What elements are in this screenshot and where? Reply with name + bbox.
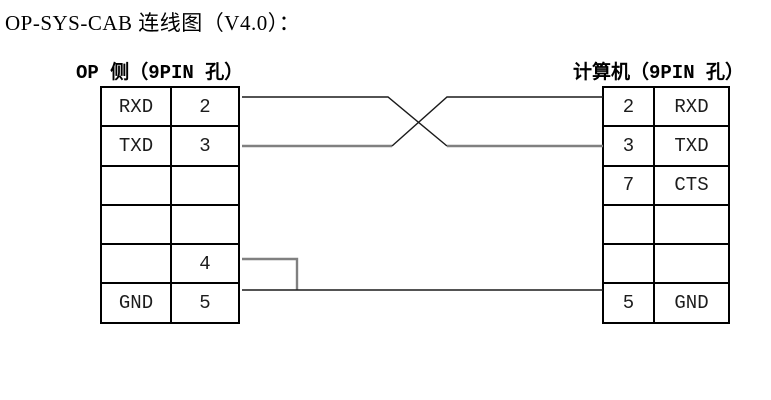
op-signal-cell (100, 243, 172, 285)
table-row: 4 (100, 243, 240, 285)
pc-pin-cell (602, 203, 655, 246)
wire-pin4-jumper (242, 257, 299, 290)
op-signal-cell: TXD (100, 125, 172, 167)
op-pin-cell: 4 (170, 243, 240, 285)
pc-signal-cell (653, 243, 730, 285)
op-pin-cell (170, 203, 240, 246)
table-row (100, 203, 240, 246)
op-signal-cell (100, 164, 172, 206)
op-pin-cell: 5 (170, 282, 240, 324)
wire-op2-cross-segment (242, 96, 448, 147)
table-row (602, 243, 730, 285)
wire-to-pc2-cross-segment (391, 96, 603, 147)
pc-pin-cell: 2 (602, 85, 655, 128)
op-pin-cell: 2 (170, 85, 240, 128)
pc-signal-cell: CTS (653, 164, 730, 206)
table-row: 5 GND (602, 282, 730, 324)
table-row (100, 164, 240, 206)
pc-pin-cell (602, 243, 655, 285)
table-row: TXD 3 (100, 125, 240, 167)
pc-pin-cell: 7 (602, 164, 655, 206)
op-pin-cell: 3 (170, 125, 240, 167)
table-row: 3 TXD (602, 125, 730, 167)
pc-signal-cell: RXD (653, 85, 730, 128)
right-connector-table: 2 RXD 3 TXD 7 CTS 5 GND (602, 85, 730, 324)
table-row (602, 203, 730, 246)
table-row: 2 RXD (602, 85, 730, 128)
left-connector-header: OP 侧（9PIN 孔） (76, 62, 244, 84)
op-signal-cell (100, 203, 172, 246)
table-row: RXD 2 (100, 85, 240, 128)
table-row: 7 CTS (602, 164, 730, 206)
table-row: GND 5 (100, 282, 240, 324)
op-signal-cell: RXD (100, 85, 172, 128)
pc-signal-cell: GND (653, 282, 730, 324)
page-title: OP-SYS-CAB 连线图（V4.0）： (5, 11, 301, 35)
pc-signal-cell (653, 203, 730, 246)
left-connector-table: RXD 2 TXD 3 4 GND 5 (100, 85, 240, 324)
right-connector-header: 计算机（9PIN 孔） (573, 62, 745, 84)
pc-signal-cell: TXD (653, 125, 730, 167)
op-signal-cell: GND (100, 282, 172, 324)
op-pin-cell (170, 164, 240, 206)
pc-pin-cell: 5 (602, 282, 655, 324)
pc-pin-cell: 3 (602, 125, 655, 167)
